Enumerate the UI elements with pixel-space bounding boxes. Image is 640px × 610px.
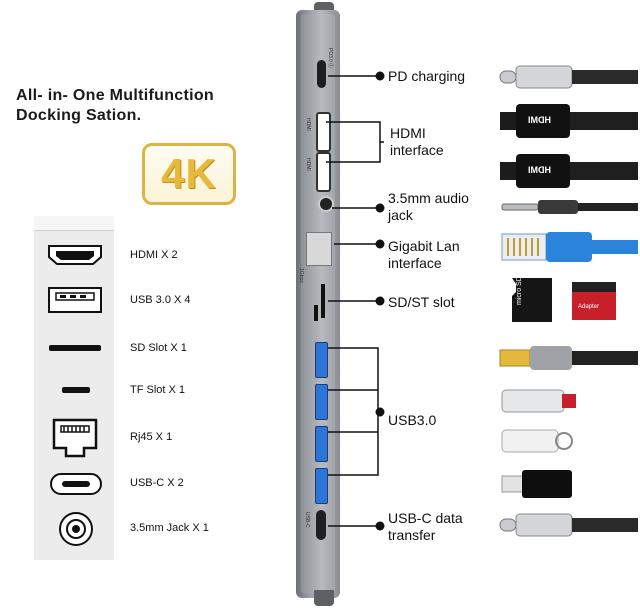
usb-c-data-cable-icon [499,513,638,537]
dock-lan-port [306,232,332,266]
spec-usb3: USB 3.0 X 4 [130,294,191,306]
usb-a-cable-icon [499,346,638,370]
dock-tf-slot [314,305,318,321]
lan-cable-icon [501,232,638,262]
port-label-usbc: USB-C [304,512,310,528]
callout-usbc-data: USB-C data transfer [388,510,463,543]
dock-pd-port [317,60,326,88]
callout-sd-slot: SD/ST slot [388,294,455,310]
sd-adapter-label: Adapter [578,304,600,310]
dock-usbc-port [316,510,326,540]
callout-pd-charging: PD charging [388,68,466,84]
ports-panel-top [34,216,114,231]
port-label-hdmi-1: HDMI [305,118,311,131]
page-title: All- in- One Multifunction Docking Satio… [16,86,214,126]
4k-badge: 4K [142,143,236,205]
4k-badge-text: 4K [161,150,217,197]
hdmi-cable-icon-1 [500,104,638,138]
audio-cable-icon [501,200,638,214]
spec-hdmi: HDMI X 2 [130,249,178,261]
usb-flash-drive-icon-2 [501,429,573,453]
audio-jack-icon [59,512,93,546]
dock-usb-port-4 [315,468,328,504]
spec-jack: 3.5mm Jack X 1 [130,522,209,534]
spec-rj45: Rj45 X 1 [130,431,173,443]
usb-flash-drive-icon-3 [501,470,572,498]
microsd-card-icon [512,278,616,322]
port-label-lan: 1Gbps [298,268,304,283]
title-line-1: All- in- One Multifunction [16,87,214,104]
dock-usb-port-2 [315,384,328,420]
spec-tf: TF Slot X 1 [130,384,186,396]
hdmi-cable-label-1: HDMI [528,115,551,125]
port-label-hdmi-2: HDMI [305,158,311,171]
hdmi-cable-label-2: HDMI [528,165,551,175]
sd-slot-icon [49,345,101,351]
microsd-label: micro SD [516,276,523,305]
hdmi-port-icon [48,245,102,265]
tf-slot-icon [62,387,90,393]
hdmi-cable-icon-2 [500,154,638,188]
callout-hdmi: HDMI interface [390,125,444,158]
title-line-2: Docking Sation. [16,107,142,124]
usb-flash-drive-icon-1 [501,389,576,413]
usb-a-port-icon [48,287,102,313]
spec-sd: SD Slot X 1 [130,342,187,354]
callout-gigabit-lan: Gigabit Lan interface [388,238,460,271]
dock-audio-jack [318,196,334,212]
dock-usb-port-1 [315,342,328,378]
callout-audio-jack: 3.5mm audio jack [388,190,469,223]
callout-usb3: USB3.0 [388,412,437,428]
usb-c-port-icon [50,473,102,495]
dock-sd-slot [321,284,325,318]
usb-c-cable-icon [499,65,638,89]
dock-usb-port-3 [315,426,328,462]
dock-bottom-cap [314,590,334,606]
rj45-port-icon [52,418,98,458]
callout-lines [326,71,385,531]
spec-usbc: USB-C X 2 [130,477,184,489]
